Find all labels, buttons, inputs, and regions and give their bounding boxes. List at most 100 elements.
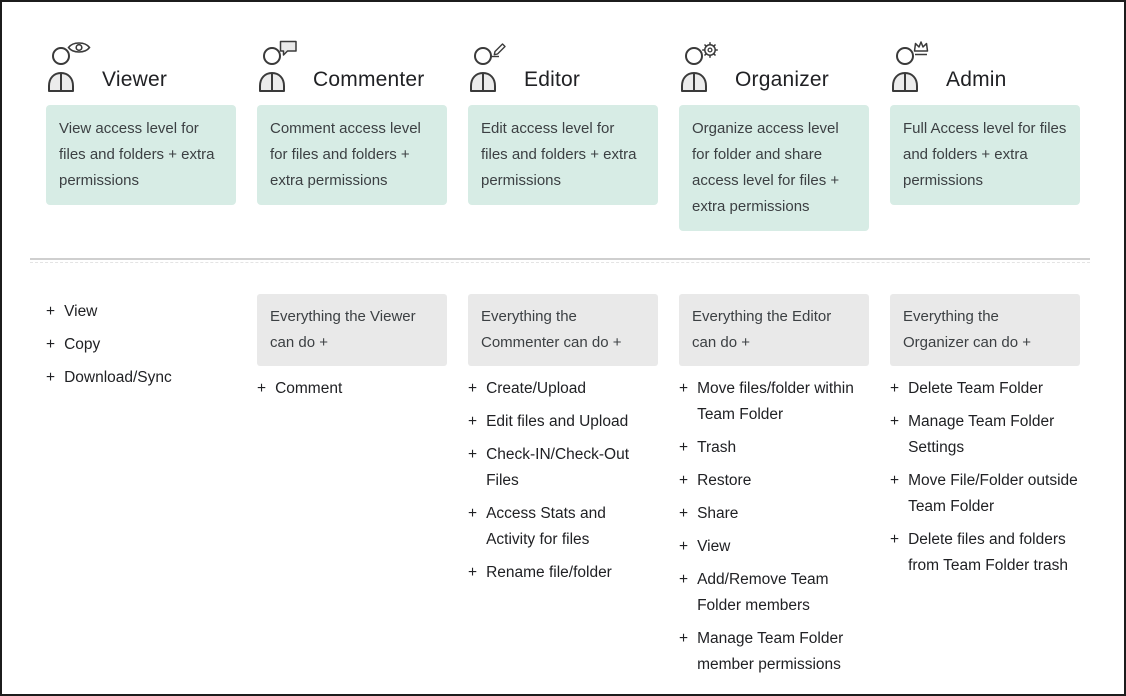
permission-label: Access Stats and Activity for files xyxy=(486,505,606,548)
permission-item: + Trash xyxy=(679,435,869,461)
permission-label: Delete files and folders from Team Folde… xyxy=(908,531,1068,574)
plus-glyph: + xyxy=(679,571,689,588)
permission-item: + View xyxy=(46,299,236,325)
comment-icon xyxy=(278,40,299,62)
person-icon xyxy=(46,42,91,92)
plus-glyph: + xyxy=(679,538,689,555)
permission-label: Manage Team Folder Settings xyxy=(908,413,1055,456)
role-column-commenter: Commenter Comment access level for files… xyxy=(257,38,447,205)
role-description-box: Organize access level for folder and sha… xyxy=(679,105,869,231)
person-icon xyxy=(679,42,718,92)
plus-glyph: + xyxy=(46,303,56,320)
inherit-box: Everything the Viewer can do + xyxy=(257,294,447,366)
permission-item: + Comment xyxy=(257,376,447,402)
inherit-box: Everything the Commenter can do + xyxy=(468,294,658,366)
crown-icon xyxy=(911,40,931,62)
role-header: Editor xyxy=(468,38,658,92)
permission-label: Move files/folder within Team Folder xyxy=(697,380,854,423)
permission-item: + Delete files and folders from Team Fol… xyxy=(890,527,1080,579)
plus-glyph: + xyxy=(468,446,478,463)
plus-glyph: + xyxy=(468,380,478,397)
permission-label: Manage Team Folder member permissions xyxy=(697,630,844,673)
inherit-box: Everything the Editor can do + xyxy=(679,294,869,366)
permission-label: Rename file/folder xyxy=(486,564,612,581)
permissions-column-organizer: Everything the Editor can do + + Move fi… xyxy=(679,294,869,685)
permission-item: + View xyxy=(679,534,869,560)
permission-label: Edit files and Upload xyxy=(486,413,629,430)
permission-label: Check-IN/Check-Out Files xyxy=(486,446,630,489)
role-column-admin: Admin Full Access level for files and fo… xyxy=(890,38,1080,205)
plus-glyph: + xyxy=(468,564,478,581)
permissions-column-editor: Everything the Commenter can do + + Crea… xyxy=(468,294,658,593)
permission-item: + Share xyxy=(679,501,869,527)
plus-glyph: + xyxy=(679,472,689,489)
role-description-box: View access level for files and folders … xyxy=(46,105,236,205)
permission-item: + Restore xyxy=(679,468,869,494)
permission-item: + Access Stats and Activity for files xyxy=(468,501,658,553)
eye-icon xyxy=(67,40,91,60)
role-title: Editor xyxy=(524,68,581,91)
permission-label: Download/Sync xyxy=(64,369,172,386)
role-header: Viewer xyxy=(46,38,236,92)
role-description-box: Full Access level for files and folders … xyxy=(890,105,1080,205)
plus-glyph: + xyxy=(468,413,478,430)
permission-label: Share xyxy=(697,505,739,522)
inherit-box: Everything the Organizer can do + xyxy=(890,294,1080,366)
role-title: Viewer xyxy=(102,68,168,91)
permission-label: Restore xyxy=(697,472,752,489)
permission-item: + Delete Team Folder xyxy=(890,376,1080,402)
permission-item: + Add/Remove Team Folder members xyxy=(679,567,869,619)
permission-label: Comment xyxy=(275,380,343,397)
permission-label: View xyxy=(64,303,98,320)
role-title: Admin xyxy=(946,68,1007,91)
permission-label: Delete Team Folder xyxy=(908,380,1044,397)
plus-glyph: + xyxy=(679,380,689,397)
plus-glyph: + xyxy=(679,439,689,456)
person-icon xyxy=(890,41,929,92)
role-header: Admin xyxy=(890,38,1080,92)
person-icon xyxy=(257,40,297,92)
permission-label: Copy xyxy=(64,336,101,353)
role-description-box: Comment access level for files and folde… xyxy=(257,105,447,205)
plus-glyph: + xyxy=(890,531,900,548)
permissions-column-commenter: Everything the Viewer can do + + Comment xyxy=(257,294,447,409)
plus-glyph: + xyxy=(679,505,689,522)
plus-glyph: + xyxy=(890,472,900,489)
permission-item: + Move files/folder within Team Folder xyxy=(679,376,869,428)
permission-label: Add/Remove Team Folder members xyxy=(697,571,829,614)
plus-glyph: + xyxy=(257,380,267,397)
permission-item: + Copy xyxy=(46,332,236,358)
permission-item: + Check-IN/Check-Out Files xyxy=(468,442,658,494)
permission-item: + Download/Sync xyxy=(46,365,236,391)
plus-glyph: + xyxy=(679,630,689,647)
permission-label: Create/Upload xyxy=(486,380,587,397)
permission-item: + Manage Team Folder member permissions xyxy=(679,626,869,678)
person-icon xyxy=(468,42,506,92)
role-column-viewer: Viewer View access level for files and f… xyxy=(46,38,236,205)
permission-item: + Create/Upload xyxy=(468,376,658,402)
plus-glyph: + xyxy=(46,336,56,353)
plus-glyph: + xyxy=(468,505,478,522)
role-column-editor: Editor Edit access level for files and f… xyxy=(468,38,658,205)
role-description-box: Edit access level for files and folders … xyxy=(468,105,658,205)
role-column-organizer: Organizer Organize access level for fold… xyxy=(679,38,869,231)
permission-label: Move File/Folder outside Team Folder xyxy=(908,472,1078,515)
permission-item: + Rename file/folder xyxy=(468,560,658,586)
plus-glyph: + xyxy=(46,369,56,386)
plus-glyph: + xyxy=(890,413,900,430)
role-header: Commenter xyxy=(257,38,447,92)
permissions-column-admin: Everything the Organizer can do + + Dele… xyxy=(890,294,1080,586)
role-title: Organizer xyxy=(735,68,830,91)
permission-label: View xyxy=(697,538,731,555)
permission-item: + Edit files and Upload xyxy=(468,409,658,435)
permission-label: Trash xyxy=(697,439,737,456)
permissions-row: + View + Copy + Download/Sync Everything… xyxy=(2,263,1124,685)
permission-item: + Manage Team Folder Settings xyxy=(890,409,1080,461)
plus-glyph: + xyxy=(890,380,900,397)
role-header: Organizer xyxy=(679,38,869,92)
permission-item: + Move File/Folder outside Team Folder xyxy=(890,468,1080,520)
gear-icon xyxy=(700,40,720,65)
pencil-icon xyxy=(489,40,509,63)
permissions-column-viewer: + View + Copy + Download/Sync xyxy=(46,294,236,398)
